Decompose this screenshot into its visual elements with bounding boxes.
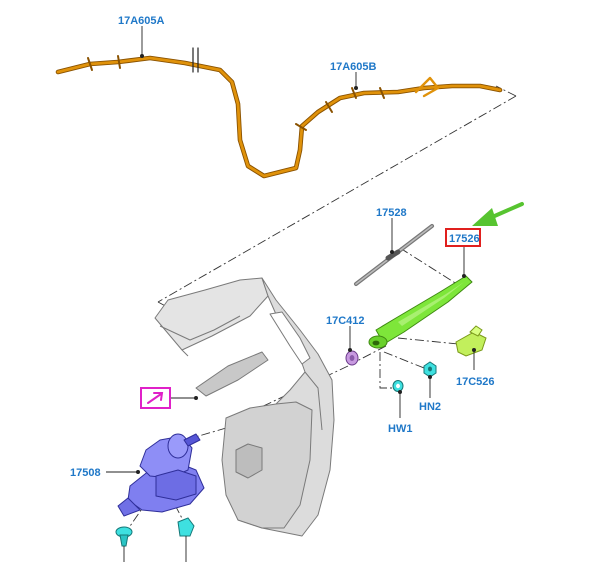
hose-body — [56, 56, 502, 178]
callout-motor[interactable]: 17508 — [70, 467, 101, 479]
tailgate-panel — [154, 277, 335, 537]
washer-hn2 — [423, 361, 437, 378]
panel-edge-line — [159, 315, 323, 431]
motor-shaft — [183, 433, 201, 447]
dot-nut — [348, 348, 352, 352]
pivot-nut — [345, 350, 359, 366]
hose-clip-d — [325, 101, 333, 113]
motor-screw-a-shank — [119, 534, 129, 547]
motor-can-end — [167, 433, 189, 459]
hose-clip-c — [295, 123, 307, 131]
leader-dots — [136, 54, 476, 474]
panel-window-cutout — [269, 311, 311, 365]
guide-line-blade — [399, 247, 461, 287]
hose-loop — [414, 76, 440, 98]
hose-clip-f — [379, 87, 385, 99]
green-arrow-shaft — [488, 202, 524, 220]
dot-hose-upper — [140, 54, 144, 58]
wiper-motor — [117, 433, 205, 517]
guide-line-washer-hn2 — [383, 351, 425, 369]
motor-mount-arm — [117, 497, 141, 517]
dot-hn2 — [428, 375, 432, 379]
dot-blade — [390, 250, 394, 254]
blade-connector — [385, 249, 401, 261]
nut-hole — [349, 355, 355, 361]
pivot-cap — [455, 325, 487, 357]
dot-cap — [472, 348, 476, 352]
guide-line-hose-to-panel — [157, 95, 517, 303]
washer-hn2-hole — [428, 366, 432, 372]
guide-line-arm-to-nut — [354, 345, 387, 363]
cap-body — [455, 331, 487, 357]
panel-inner-rib — [195, 351, 269, 397]
magenta-arrow — [147, 392, 164, 404]
callout-labels: 17A605A 17A605B 17528 17526 17C412 17C52… — [70, 15, 495, 479]
panel-top-frame — [154, 277, 269, 351]
dot-arm — [462, 274, 466, 278]
callout-blade[interactable]: 17528 — [376, 207, 407, 219]
motor-screw-b — [177, 517, 195, 537]
hose-clip-e — [351, 87, 357, 99]
motor-gearbox — [155, 469, 197, 501]
callout-washer-hw1[interactable]: HW1 — [388, 423, 412, 435]
arm-pivot-hole — [372, 340, 380, 346]
dot-motor — [136, 470, 140, 474]
guide-line-arm-to-cap — [397, 337, 459, 345]
dot-hw1 — [398, 390, 402, 394]
callout-hose-upper[interactable]: 17A605A — [118, 15, 165, 27]
wiper-arm — [368, 275, 473, 349]
guide-line-washer-hw1 — [379, 352, 400, 389]
panel-lower-skin — [221, 401, 313, 529]
callout-washer-hn2[interactable]: HN2 — [419, 401, 441, 413]
dot-hose-lower — [354, 86, 358, 90]
dot-magenta — [194, 396, 198, 400]
green-arrow-icon — [472, 202, 524, 226]
arm-highlight — [398, 282, 464, 326]
cap-tab — [469, 325, 483, 337]
hose-outline — [55, 55, 503, 179]
callout-arm[interactable]: 17526 — [449, 233, 480, 245]
panel-inner-recess — [235, 443, 263, 479]
washer-hose — [55, 47, 503, 179]
motor-screw-a — [115, 526, 133, 547]
callout-hose-lower[interactable]: 17A605B — [330, 61, 377, 73]
motor-screw-b-body — [177, 517, 195, 537]
highlight-box — [445, 228, 481, 247]
callout-nut[interactable]: 17C412 — [326, 315, 365, 327]
callout-cap[interactable]: 17C526 — [456, 376, 495, 388]
washer-hw1-hole — [396, 383, 400, 389]
green-arrow-head — [472, 208, 498, 226]
leader-lines — [106, 26, 475, 562]
hose-break-mark — [192, 47, 199, 73]
washer-hw1 — [392, 380, 404, 392]
hose-clip-b — [117, 55, 121, 69]
wiper-blade — [354, 224, 434, 286]
magenta-arrow-box-icon — [140, 387, 171, 409]
hose-clip-a — [87, 57, 93, 71]
